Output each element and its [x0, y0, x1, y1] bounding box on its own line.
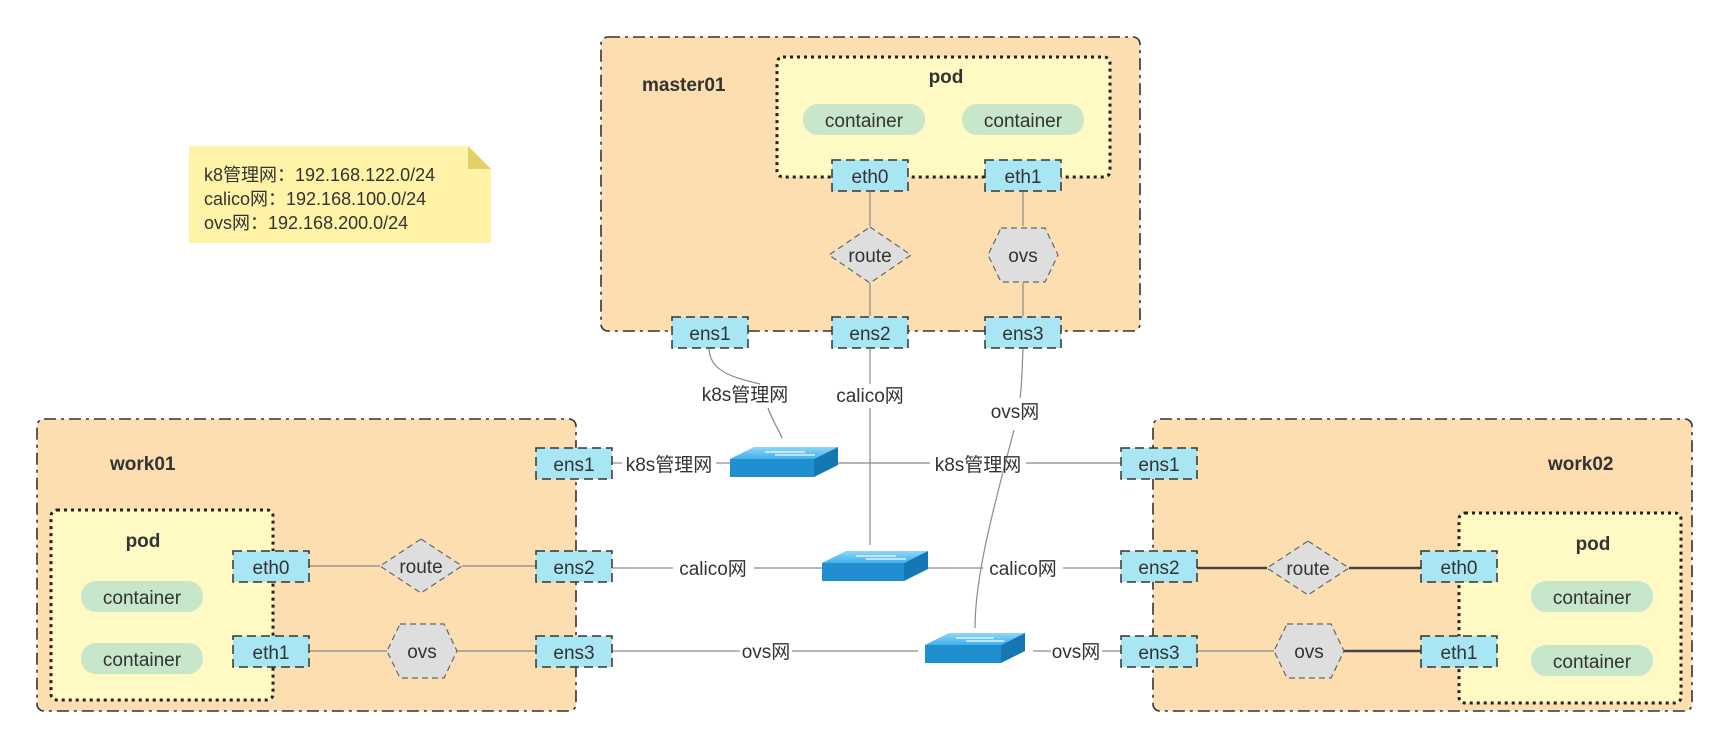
master01-ens3-label: ens3: [1002, 324, 1043, 345]
master01-pod: [775, 55, 1112, 179]
master01-eth0: [831, 159, 909, 192]
label-ovs-right: ovs网: [1052, 642, 1101, 663]
work01-container-2-label: container: [103, 650, 182, 671]
master01-route: [827, 226, 913, 284]
master01-container-1: [803, 104, 925, 135]
work01-ens3-label: ens3: [553, 643, 594, 664]
work02-container-1: [1531, 581, 1653, 612]
master01-container-1-label: container: [825, 111, 904, 132]
work01-eth1-label: eth1: [253, 643, 290, 664]
label-ovs-left: ovs网: [742, 642, 791, 663]
work02-ens3-label: ens3: [1138, 643, 1179, 664]
work01-route: [378, 538, 464, 594]
master01-route-label: route: [848, 246, 891, 267]
master01-pod-label: pod: [929, 67, 964, 88]
master01-container-2: [962, 104, 1084, 135]
switch-calico: [822, 551, 928, 581]
label-calico-left: calico网: [679, 559, 747, 580]
master01-ens2: [831, 316, 909, 349]
work01-ens2: [535, 550, 613, 583]
work01-ovs-label: ovs: [407, 642, 437, 663]
work02-ens2-label: ens2: [1138, 558, 1179, 579]
work01-container-2: [81, 643, 203, 674]
master01-ovs-label: ovs: [1008, 246, 1038, 267]
work02-eth1-label: eth1: [1441, 643, 1478, 664]
master01-ens1-label: ens1: [689, 324, 730, 345]
master01-ens2-label: ens2: [849, 324, 890, 345]
work01-pod-label: pod: [126, 531, 161, 552]
note-line-3: ovs网：192.168.200.0/24: [204, 213, 408, 233]
note-line-1: k8管理网：192.168.122.0/24: [204, 165, 435, 185]
work02-container-1-label: container: [1553, 588, 1632, 609]
work01-ens1-label: ens1: [553, 455, 594, 476]
work01-eth0-label: eth0: [253, 558, 290, 579]
work01-container-1-label: container: [103, 588, 182, 609]
label-calico-master: calico网: [836, 386, 904, 407]
work02-route-label: route: [1286, 559, 1329, 580]
work02-ens2: [1120, 550, 1198, 583]
wire-master-ens1-k8s-a: [708, 348, 761, 385]
master01-eth1: [984, 159, 1062, 192]
work02-eth1: [1420, 635, 1498, 668]
work01-eth0: [232, 550, 310, 583]
work01-ens1: [535, 447, 613, 480]
work02-title: work02: [1547, 454, 1613, 475]
work02-route: [1265, 540, 1351, 596]
switch-ovs: [925, 633, 1025, 663]
master01-container-2-label: container: [984, 111, 1063, 132]
label-k8s-master: k8s管理网: [702, 384, 789, 406]
switch-k8s: [730, 447, 838, 477]
note-line-2: calico网：192.168.100.0/24: [204, 189, 426, 209]
master01-ovs: [987, 227, 1059, 283]
work01-ovs: [386, 623, 458, 679]
wire-master-ens1-k8s-b: [767, 407, 783, 439]
work02-ovs-label: ovs: [1294, 642, 1324, 663]
work02-pod-label: pod: [1576, 534, 1611, 555]
work01-container-1: [81, 581, 203, 612]
label-ovs-master: ovs网: [991, 402, 1040, 423]
work01-ens2-label: ens2: [553, 558, 594, 579]
label-k8s-left: k8s管理网: [626, 454, 713, 476]
wire-master-ens3-ovs-a: [1019, 348, 1024, 399]
work01-ens3: [535, 635, 613, 668]
master01-ens3: [984, 316, 1062, 349]
work02-ens3: [1120, 635, 1198, 668]
work02-container-2: [1531, 645, 1653, 676]
network-note: k8管理网：192.168.122.0/24 calico网：192.168.1…: [189, 146, 491, 243]
label-k8s-right: k8s管理网: [935, 454, 1022, 476]
label-calico-right: calico网: [989, 559, 1057, 580]
work01-eth1: [232, 635, 310, 668]
work02-ens1: [1120, 447, 1198, 480]
wire-master-ens3-ovs-b: [974, 429, 1015, 629]
master01-ens1: [671, 316, 749, 349]
master01-title: master01: [642, 75, 726, 96]
work01-route-label: route: [399, 557, 442, 578]
master01-eth0-label: eth0: [852, 167, 889, 188]
work02-ovs: [1273, 623, 1345, 679]
work02-eth0-label: eth0: [1441, 558, 1478, 579]
work02-eth0: [1420, 550, 1498, 583]
master01-eth1-label: eth1: [1005, 167, 1042, 188]
work02-ens1-label: ens1: [1138, 455, 1179, 476]
work02-container-2-label: container: [1553, 652, 1632, 673]
work01-title: work01: [109, 454, 176, 475]
